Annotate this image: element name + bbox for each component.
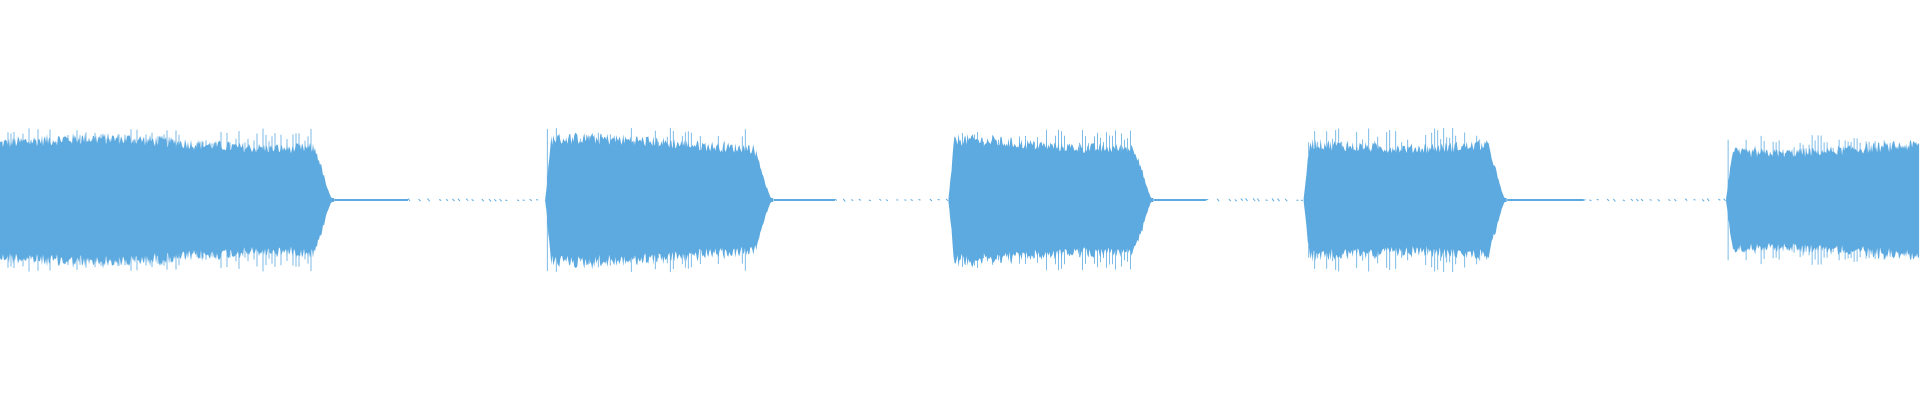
waveform-noise [1256, 198, 1260, 202]
waveform-noise [834, 198, 838, 201]
waveform-burst-3 [948, 129, 1154, 271]
waveform-burst-body [545, 132, 774, 270]
waveform-noise [407, 198, 411, 202]
waveform-noise [1252, 198, 1256, 202]
waveform-noise [1228, 198, 1232, 202]
waveform-noise [427, 198, 431, 202]
waveform-burst-2 [545, 127, 774, 273]
waveform-noise [445, 199, 449, 201]
waveform-noise [457, 198, 461, 202]
waveform-noise [885, 199, 889, 202]
waveform-bursts [0, 127, 1920, 273]
waveform-noise [842, 198, 846, 202]
waveform-noise [1234, 199, 1238, 202]
waveform-burst-5 [1726, 135, 1920, 265]
waveform-noise [418, 198, 421, 202]
waveform-burst-4 [1303, 128, 1507, 272]
waveform-noise [505, 199, 508, 202]
waveform-noise [1216, 198, 1220, 202]
waveform-burst-body [1303, 138, 1507, 262]
waveform-noise [1613, 198, 1616, 202]
waveform-noise [516, 199, 520, 202]
waveform-noise [488, 198, 492, 202]
waveform-noise [945, 198, 949, 202]
waveform-noise [1583, 199, 1586, 201]
waveform-noise [1271, 198, 1275, 202]
waveform-noise [1706, 198, 1710, 202]
waveform-noise [529, 198, 533, 202]
waveform-noise [1606, 198, 1610, 202]
waveform-noise [868, 199, 871, 202]
waveform-noise [452, 198, 455, 202]
waveform-noise [481, 198, 485, 202]
waveform-noise [1668, 199, 1671, 201]
waveform-noise [918, 199, 921, 201]
waveform-noise [493, 198, 497, 202]
waveform-noise [465, 198, 469, 202]
waveform-noise [858, 198, 862, 201]
waveform-noise [1277, 198, 1280, 202]
waveform-noise [1673, 198, 1677, 202]
waveform-noise [1265, 199, 1268, 201]
waveform-burst-1 [0, 128, 334, 272]
waveform-noise [438, 199, 442, 201]
waveform-noise [1240, 198, 1244, 201]
waveform-noise [1649, 199, 1652, 201]
waveform-silence-noise [334, 198, 1726, 202]
waveform-noise [850, 199, 854, 202]
waveform-noise [471, 198, 474, 202]
waveform-noise [1622, 199, 1626, 202]
waveform-noise [499, 198, 502, 202]
waveform-noise [1630, 198, 1634, 202]
waveform-noise [929, 198, 933, 202]
waveform-burst-body [948, 133, 1154, 268]
waveform-noise [879, 198, 882, 201]
waveform-burst-body [1726, 139, 1920, 260]
waveform-noise [1284, 198, 1288, 202]
waveform-noise [1636, 198, 1639, 202]
waveform-noise [1684, 198, 1688, 201]
waveform-noise [1640, 198, 1644, 202]
waveform-noise [1718, 198, 1721, 201]
waveform-noise [1657, 199, 1661, 202]
waveform-noise [1701, 199, 1705, 202]
waveform-noise [1723, 198, 1726, 202]
waveform-noise [1245, 198, 1248, 202]
waveform-noise [1589, 199, 1592, 201]
waveform-noise [910, 199, 913, 202]
